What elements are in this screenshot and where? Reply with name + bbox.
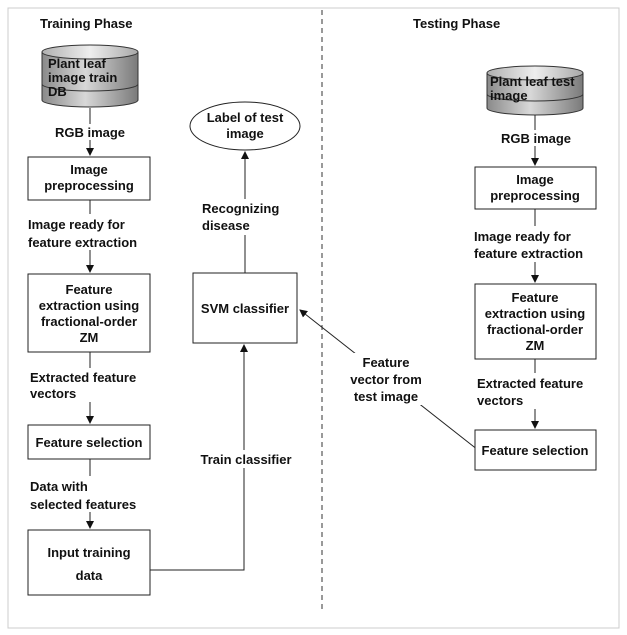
ready-label-bg	[26, 214, 152, 250]
test-extract-label-1: Feature	[512, 290, 559, 305]
label-test-image-label-2: image	[226, 126, 264, 141]
test-vectors-label-bg	[474, 373, 618, 409]
test-preproc-label-2: preprocessing	[490, 188, 580, 203]
training-phase-title: Training Phase	[40, 16, 132, 31]
test-ready-label-bg	[470, 226, 618, 262]
test-preproc-label-1: Image	[516, 172, 554, 187]
label-test-image-label-1: Label of test	[207, 110, 284, 125]
train-extract-label-4: ZM	[80, 330, 99, 345]
recognizing-label-2: disease	[202, 218, 250, 233]
train-classifier-label: Train classifier	[200, 452, 291, 467]
train-data-label-1: Data with	[30, 479, 88, 494]
test-ready-label-2: feature extraction	[474, 246, 583, 261]
train-feature-extraction-box	[27, 273, 151, 353]
train-db-label-1: Plant leaf	[48, 56, 106, 71]
rgb-label-bg	[50, 124, 130, 140]
arrow-input-to-svm	[150, 344, 248, 571]
test-extract-label-3: fractional-order	[487, 322, 583, 337]
test-vectors-label-2: vectors	[477, 393, 523, 408]
recognizing-label-1: Recognizing	[202, 201, 279, 216]
feature-vector-label-1: Feature	[363, 355, 410, 370]
input-training-label-1: Input training	[47, 545, 130, 560]
train-db-label-3: DB	[48, 84, 67, 99]
feature-vector-label-3: test image	[354, 389, 418, 404]
test-rgb-label: RGB image	[501, 131, 571, 146]
test-db-label-1: Plant leaf test	[490, 74, 575, 89]
test-db-cylinder	[486, 65, 584, 116]
recognizing-label-bg	[200, 199, 288, 235]
train-feature-selection-box	[27, 424, 151, 460]
input-training-data-box	[27, 529, 151, 596]
feature-vector-label-bg	[346, 353, 426, 405]
test-preprocessing-box	[474, 166, 597, 210]
test-feature-selection-box	[474, 429, 597, 471]
data-label-bg	[28, 476, 152, 512]
svm-classifier-box	[192, 272, 298, 344]
train-extract-label-1: Feature	[66, 282, 113, 297]
train-vectors-label-1: Extracted feature	[30, 370, 136, 385]
train-classifier-label-bg	[196, 450, 296, 468]
input-training-label-2: data	[76, 568, 104, 583]
test-extract-label-4: ZM	[526, 338, 545, 353]
train-rgb-label: RGB image	[55, 125, 125, 140]
vectors-label-bg	[28, 368, 152, 402]
train-ready-label-1: Image ready for	[28, 217, 125, 232]
train-db-cylinder	[41, 44, 139, 108]
test-vectors-label-1: Extracted feature	[477, 376, 583, 391]
testing-phase-title: Testing Phase	[413, 16, 500, 31]
train-db-label-2: image train	[48, 70, 117, 85]
train-preproc-label-2: preprocessing	[44, 178, 134, 193]
train-selection-label: Feature selection	[36, 435, 143, 450]
train-preproc-label-1: Image	[70, 162, 108, 177]
diagram-border	[7, 7, 620, 629]
train-preprocessing-box	[27, 156, 151, 201]
train-extract-label-2: extraction using	[39, 298, 139, 313]
test-extract-label-2: extraction using	[485, 306, 585, 321]
train-vectors-label-2: vectors	[30, 386, 76, 401]
test-feature-extraction-box	[474, 283, 597, 360]
test-ready-label-1: Image ready for	[474, 229, 571, 244]
train-extract-label-3: fractional-order	[41, 314, 137, 329]
train-ready-label-2: feature extraction	[28, 235, 137, 250]
test-rgb-label-bg	[495, 130, 577, 146]
test-selection-label: Feature selection	[482, 443, 589, 458]
label-of-test-image-ellipse	[189, 101, 301, 151]
svm-classifier-label: SVM classifier	[201, 301, 289, 316]
feature-vector-label-2: vector from	[350, 372, 422, 387]
train-data-label-2: selected features	[30, 497, 136, 512]
test-db-label-2: image	[490, 88, 528, 103]
